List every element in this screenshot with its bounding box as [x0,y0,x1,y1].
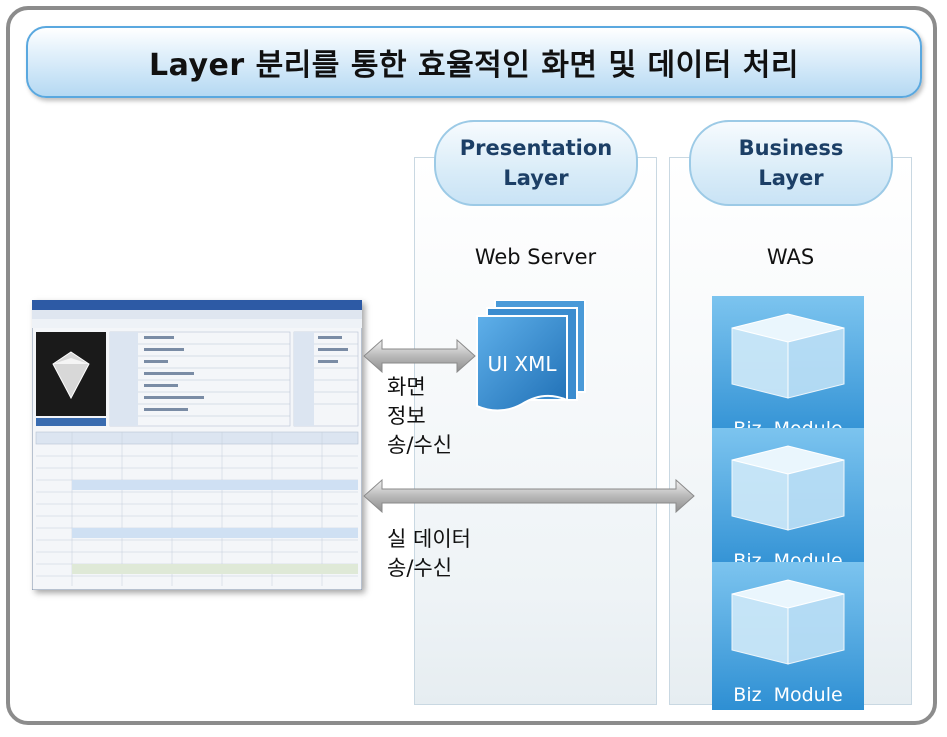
real-data-label: 실 데이터 송/수신 [387,525,471,583]
screen-info-line2: 정보 [387,404,426,428]
biz-module-cube-icon [712,562,864,710]
business-layer-subtitle: Layer [758,166,824,190]
presentation-layer-header: Presentation Layer [434,120,638,206]
real-data-line1: 실 데이터 [387,527,471,551]
ui-xml-document-icon [476,300,586,412]
app-screenshot-thumbnail [32,300,362,590]
biz-module-label: Biz Module [733,684,843,706]
business-layer-header: Business Layer [689,120,893,206]
real-data-line2: 송/수신 [387,556,453,580]
page-title: Layer 분리를 통한 효율적인 화면 및 데이터 처리 [149,48,799,83]
real-data-arrow [363,478,695,514]
presentation-column [414,157,657,705]
ui-xml-label: UI XML [487,352,557,376]
screen-info-line3: 송/수신 [387,433,453,457]
screen-info-arrow [363,338,476,374]
was-label: WAS [766,245,815,269]
biz-module-cube-icon [712,296,864,444]
biz-module-2: Biz Module [712,428,864,576]
screen-info-label: 화면 정보 송/수신 [387,373,452,460]
business-layer-title: Business [738,136,844,160]
screen-info-line1: 화면 [387,375,426,399]
web-server-label: Web Server [474,245,597,269]
biz-module-3: Biz Module [712,562,864,710]
biz-module-cube-icon [712,428,864,576]
presentation-layer-title: Presentation [459,136,613,160]
biz-module-1: Biz Module [712,296,864,444]
presentation-layer-subtitle: Layer [503,166,569,190]
title-banner: Layer 분리를 통한 효율적인 화면 및 데이터 처리 [26,26,922,98]
